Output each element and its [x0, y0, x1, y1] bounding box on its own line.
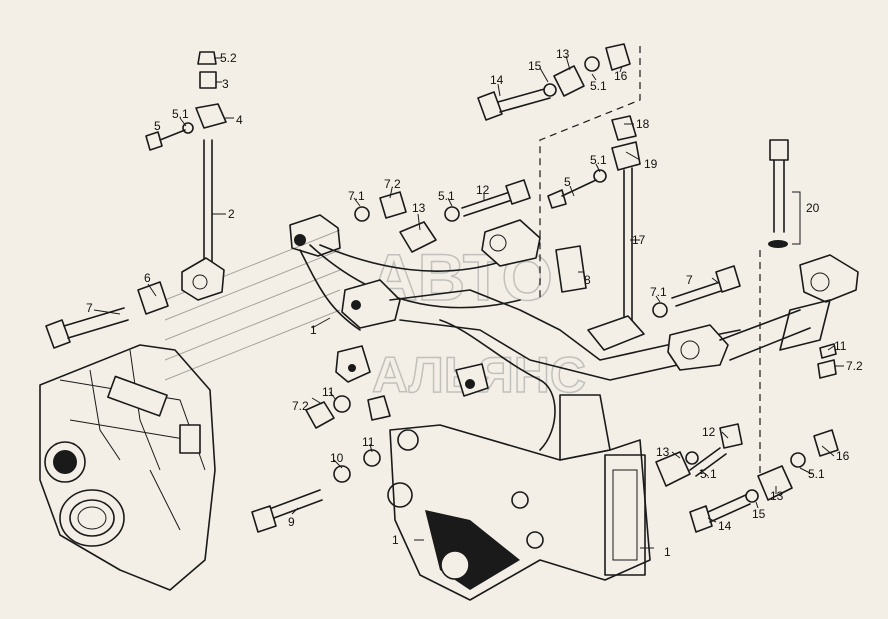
- lower-right-bolts: [655, 423, 839, 533]
- callout-19: 19: [644, 157, 658, 171]
- callout-7-1-mid: 7.1: [348, 189, 365, 203]
- callout-5-1-topright: 5.1: [590, 79, 607, 93]
- callout-12-mid: 12: [476, 183, 490, 197]
- callout-1-left: 1: [310, 323, 317, 337]
- central-frame: [289, 214, 859, 461]
- callout-7-2-right: 7.2: [846, 359, 863, 373]
- rod-17-assembly: [547, 115, 645, 351]
- callout-3-top: 3: [222, 77, 229, 91]
- gearbox-housing: [39, 344, 216, 591]
- callout-7-1-right: 7.1: [650, 285, 667, 299]
- callout-5-r: 5: [564, 175, 571, 189]
- bolt-7-head-left: [45, 319, 71, 349]
- callout-17: 17: [632, 233, 646, 247]
- callout-18: 18: [636, 117, 650, 131]
- callout-7-left: 7: [86, 301, 93, 315]
- callout-1-bottom: 1: [392, 533, 399, 547]
- callout-2: 2: [228, 207, 235, 221]
- lower-bracket: [387, 424, 651, 601]
- callout-15-low: 15: [752, 507, 766, 521]
- callout-labels: 5.2 3 4 5.1 5 2 6 7 1 7.1 7.2 13 5.1 12 …: [86, 47, 863, 559]
- callout-5-1-r: 5.1: [590, 153, 607, 167]
- callout-5-1-mid: 5.1: [438, 189, 455, 203]
- callout-7-2-low: 7.2: [292, 399, 309, 413]
- callout-5-1-lowr: 5.1: [808, 467, 825, 481]
- callout-13-top: 13: [556, 47, 570, 61]
- callout-5-1-low: 5.1: [700, 467, 717, 481]
- callout-13-low: 13: [656, 445, 670, 459]
- right-bolt-7: [652, 265, 837, 379]
- rod-2-assembly: [45, 51, 227, 349]
- callout-1-right: 1: [664, 545, 671, 559]
- callout-11-mid: 11: [322, 385, 335, 399]
- nut-5-2: [197, 51, 217, 65]
- rod-2-eye: [181, 257, 225, 301]
- callout-20: 20: [806, 201, 820, 215]
- lower-left-bolt: [251, 395, 381, 533]
- callout-16-top: 16: [614, 69, 628, 83]
- clamp-4: [195, 103, 227, 129]
- callout-14-top: 14: [490, 73, 504, 87]
- leader-lines: [93, 55, 844, 549]
- callout-8: 8: [584, 273, 591, 287]
- callout-7-right: 7: [686, 273, 693, 287]
- top-bolt-assembly: [477, 43, 641, 300]
- callout-12-low: 12: [702, 425, 716, 439]
- callout-5-top: 5: [154, 119, 161, 133]
- bolt-5-head: [145, 131, 163, 151]
- callout-13-mid: 13: [412, 201, 426, 215]
- mid-bolt-assembly: [354, 179, 531, 253]
- bushing-6: [137, 281, 169, 315]
- callout-13-lowr: 13: [770, 489, 784, 503]
- nut-3: [199, 71, 217, 89]
- callout-14-low: 14: [718, 519, 732, 533]
- callout-4-top: 4: [236, 113, 243, 127]
- callout-9: 9: [288, 515, 295, 529]
- callout-11-right: 11: [834, 339, 847, 353]
- callout-11-low: 11: [362, 435, 375, 449]
- callout-16-low: 16: [836, 449, 850, 463]
- callout-10: 10: [330, 451, 344, 465]
- callout-5-2-top: 5.2: [220, 51, 237, 65]
- bolt-20: [759, 139, 801, 480]
- callout-6: 6: [144, 271, 151, 285]
- callout-7-2-mid: 7.2: [384, 177, 401, 191]
- callout-5-1-top: 5.1: [172, 107, 189, 121]
- callout-15-top: 15: [528, 59, 542, 73]
